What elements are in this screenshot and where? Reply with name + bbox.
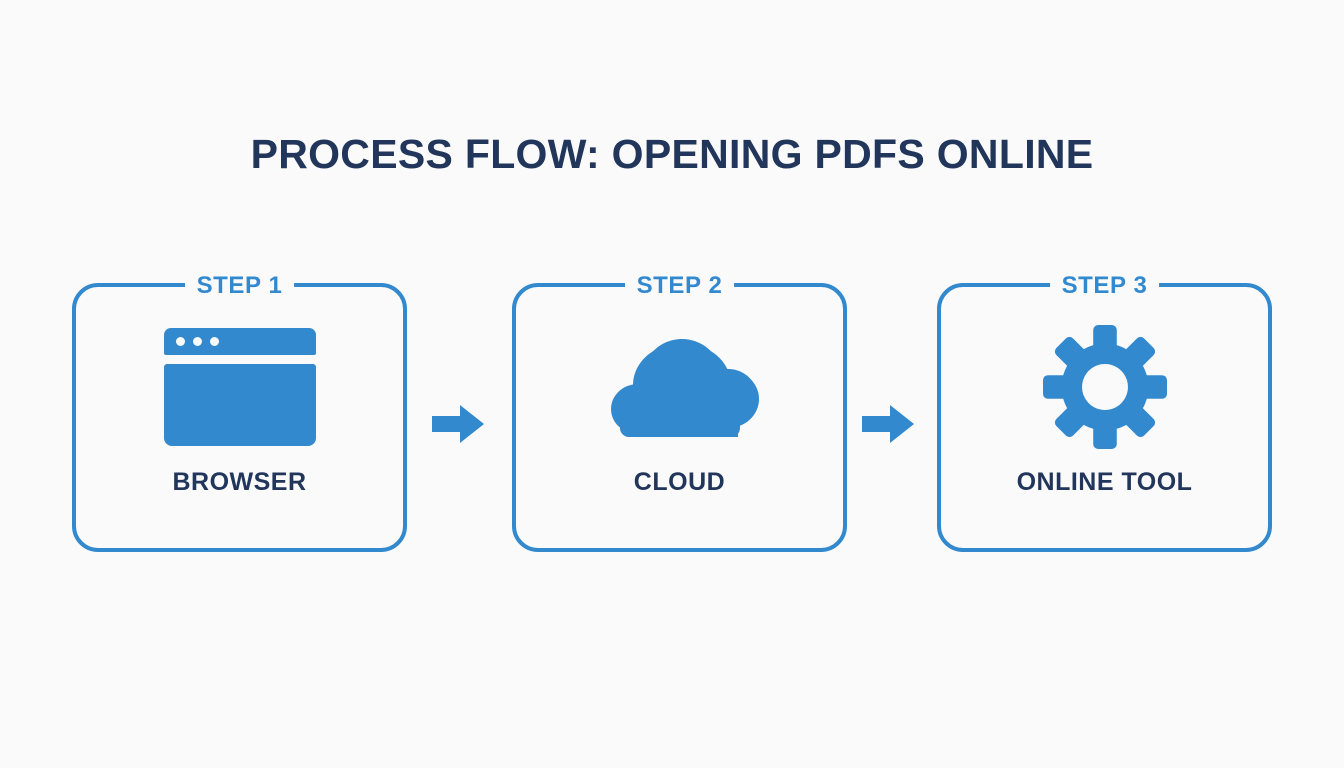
step-1-caption: BROWSER xyxy=(172,468,307,496)
browser-dot-3 xyxy=(209,337,219,346)
step-label-2: STEP 2 xyxy=(624,271,735,301)
step-1-icon-slot xyxy=(163,326,316,448)
step-card-3[interactable]: STEP 3 xyxy=(937,271,1272,552)
step-card-1[interactable]: STEP 1 BROWSER xyxy=(72,271,407,552)
step-label-3: STEP 3 xyxy=(1049,271,1160,301)
browser-dot-2 xyxy=(192,337,202,346)
arrow-step2-to-step3-icon xyxy=(862,405,914,443)
browser-window-icon xyxy=(163,328,316,446)
step-3-caption: ONLINE TOOL xyxy=(1016,468,1193,496)
step-card-2[interactable]: STEP 2 CLOUD xyxy=(512,271,847,552)
step-card-3-content: ONLINE TOOL xyxy=(941,287,1268,548)
step-label-1: STEP 1 xyxy=(184,271,295,301)
browser-dot-1 xyxy=(175,337,185,346)
cloud-icon xyxy=(610,339,759,437)
arrow-step1-to-step2-icon xyxy=(432,405,484,443)
browser-viewport xyxy=(163,364,316,446)
page-title: PROCESS FLOW: OPENING PDFS ONLINE xyxy=(250,131,1094,177)
step-2-icon-slot xyxy=(600,326,760,448)
step-card-1-content: BROWSER xyxy=(76,287,403,548)
step-2-caption: CLOUD xyxy=(633,468,726,496)
browser-titlebar xyxy=(163,328,316,355)
gear-icon xyxy=(1042,325,1167,449)
step-3-icon-slot xyxy=(1042,325,1167,449)
step-card-2-content: CLOUD xyxy=(516,287,843,548)
